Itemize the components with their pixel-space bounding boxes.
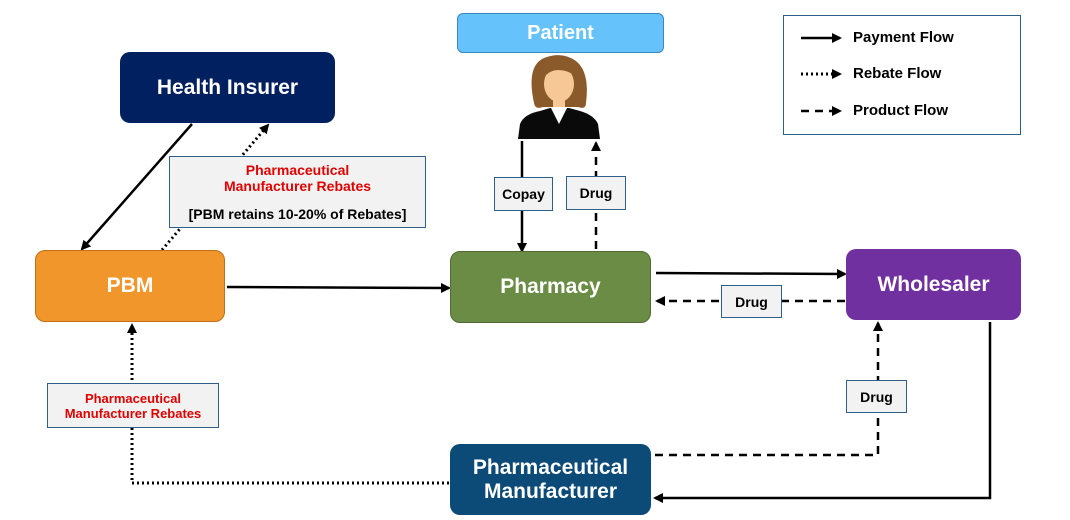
drug-pharmacy-text: Drug [735, 293, 768, 310]
arrow-manufacturer-to-pbm [127, 323, 449, 485]
rebates-top-note: [PBM retains 10-20% of Rebates] [188, 206, 407, 222]
arrow-pbm-to-pharmacy [226, 282, 451, 293]
rebates-label-top: Pharmaceutical Manufacturer Rebates [PBM… [169, 156, 426, 228]
legend-lines [801, 33, 842, 116]
copay-label: Copay [494, 177, 553, 211]
drug-label-manufacturer: Drug [846, 380, 907, 413]
pharmaceutical-manufacturer-box[interactable]: Pharmaceutical Manufacturer [450, 444, 651, 515]
drug-label-pharmacy: Drug [721, 285, 782, 318]
pharmacy-label: Pharmacy [500, 275, 601, 298]
drug-label-patient: Drug [566, 176, 626, 210]
rebates-top-line1: Pharmaceutical [245, 162, 350, 178]
rebates-bottom-line1: Pharmaceutical [84, 390, 182, 406]
arrow-wholesaler-to-manufacturer [653, 322, 992, 503]
arrow-pharmacy-to-wholesaler [655, 268, 847, 279]
wholesaler-box[interactable]: Wholesaler [846, 249, 1021, 320]
arrow-manufacturer-to-wholesaler [655, 321, 883, 457]
legend: Payment Flow Rebate Flow Product Flow [783, 15, 1021, 135]
manufacturer-label-line2: Manufacturer [483, 479, 618, 503]
patient-box[interactable]: Patient [457, 13, 664, 53]
rebates-label-bottom: Pharmaceutical Manufacturer Rebates [47, 383, 219, 428]
rebates-top-line2: Manufacturer Rebates [223, 178, 372, 194]
health-insurer-label: Health Insurer [156, 75, 299, 99]
health-insurer-box[interactable]: Health Insurer [120, 52, 335, 123]
pbm-box[interactable]: PBM [35, 250, 225, 322]
pharmacy-box[interactable]: Pharmacy [450, 251, 651, 323]
pbm-label: PBM [106, 274, 154, 297]
arrow-insurer-to-pbm [80, 123, 193, 251]
legend-rebate-label: Rebate Flow [853, 65, 942, 82]
manufacturer-label-line1: Pharmaceutical [472, 455, 629, 479]
wholesaler-label: Wholesaler [877, 272, 990, 296]
drug-patient-text: Drug [579, 185, 613, 201]
legend-payment-label: Payment Flow [853, 29, 954, 46]
drug-manufacturer-text: Drug [860, 388, 893, 405]
patient-person-icon [518, 55, 600, 139]
rebates-bottom-line2: Manufacturer Rebates [64, 405, 202, 421]
legend-product-label: Product Flow [853, 102, 948, 119]
copay-text: Copay [502, 186, 545, 202]
patient-label: Patient [527, 21, 594, 44]
